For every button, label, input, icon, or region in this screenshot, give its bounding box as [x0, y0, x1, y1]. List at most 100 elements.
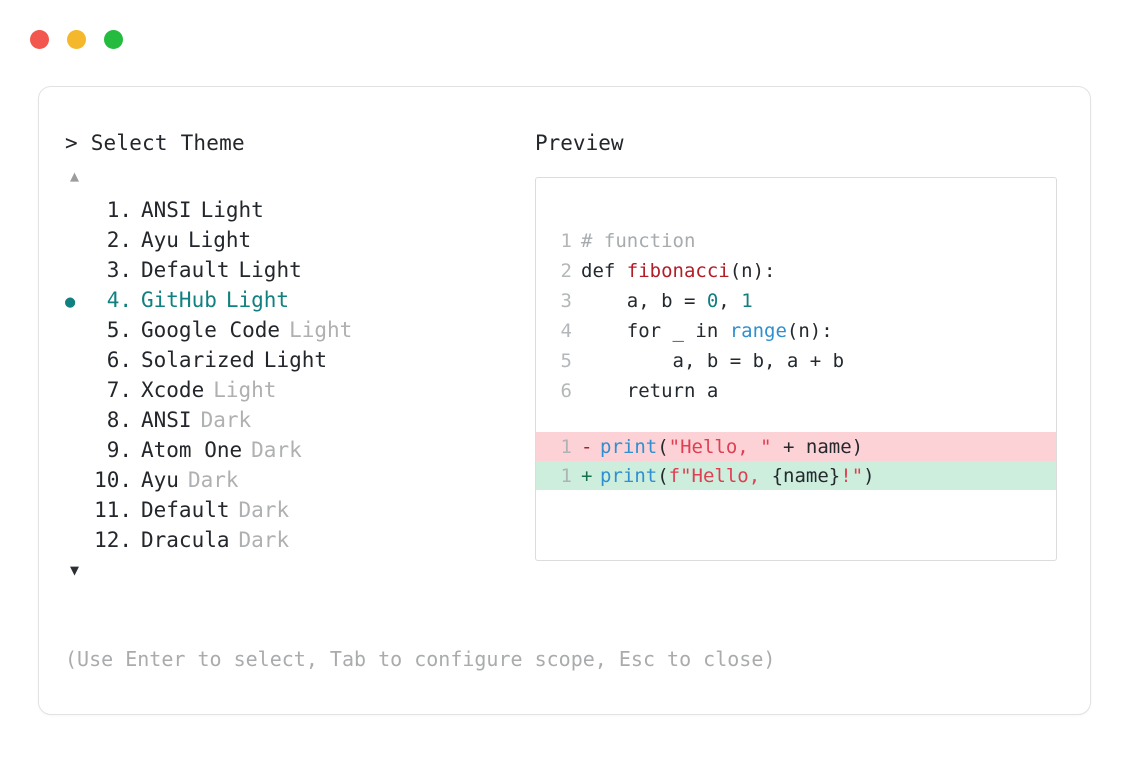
theme-item-variant: Light — [187, 228, 252, 252]
theme-item-index: 3. — [106, 258, 132, 282]
page-title: > Select Theme — [65, 131, 535, 155]
theme-list-item[interactable]: 11. Default Dark — [65, 495, 535, 525]
code-line: 3 a, b = 0, 1 — [536, 286, 1056, 316]
diff-line-removed: 1-print("Hello, " + name) — [536, 432, 1056, 461]
theme-item-name: Google Code — [141, 318, 281, 342]
code-line: 1 # function — [536, 226, 1056, 256]
code-token: def — [581, 260, 627, 282]
page-title-text: Select Theme — [90, 131, 245, 155]
diff-minus-marker: - — [581, 435, 593, 458]
code-line: 6 return a — [536, 376, 1056, 406]
line-number: 5 — [560, 350, 572, 372]
code-token: ( — [657, 435, 669, 458]
code-token: {name} — [771, 464, 841, 487]
theme-item-variant: Light — [238, 258, 302, 282]
theme-item-name: Default — [141, 258, 230, 282]
theme-item-name: Dracula — [141, 528, 230, 552]
theme-item-index: 2. — [106, 228, 132, 252]
code-token: 0 — [706, 290, 719, 312]
minimize-dot[interactable] — [67, 30, 86, 49]
theme-item-name: ANSI — [141, 198, 192, 222]
code-token: return a — [581, 380, 719, 402]
code-token: # function — [581, 230, 696, 252]
selected-bullet-icon: ● — [65, 292, 76, 312]
line-number: 1 — [560, 464, 572, 487]
theme-list-item[interactable]: 8. ANSI Dark — [65, 405, 535, 435]
theme-item-index: 5. — [106, 318, 132, 342]
theme-item-index: 11. — [94, 498, 132, 522]
line-number: 6 — [560, 380, 572, 402]
theme-list-item[interactable]: ● 4. GitHub Light — [65, 285, 535, 315]
code-token: , — [718, 290, 742, 312]
code-blank-line — [536, 406, 1056, 432]
code-token: f"Hello, — [668, 464, 772, 487]
code-token: print — [600, 464, 658, 487]
code-token: fibonacci — [626, 260, 730, 282]
theme-item-index: 9. — [106, 438, 132, 462]
close-dot[interactable] — [30, 30, 49, 49]
theme-list-item[interactable]: 3. Default Light — [65, 255, 535, 285]
maximize-dot[interactable] — [104, 30, 123, 49]
code-line: 4 for _ in range(n): — [536, 316, 1056, 346]
preview-label: Preview — [535, 131, 624, 155]
theme-item-variant: Light — [289, 318, 353, 342]
theme-item-variant: Dark — [251, 438, 302, 462]
theme-item-name: Solarized — [141, 348, 255, 372]
theme-item-index: 1. — [106, 198, 132, 222]
line-number: 1 — [560, 230, 572, 252]
theme-item-name: Default — [141, 498, 230, 522]
code-token: ( — [657, 464, 669, 487]
theme-item-variant: Dark — [238, 498, 290, 522]
line-number: 2 — [560, 260, 572, 282]
theme-item-variant: Dark — [200, 408, 252, 432]
theme-list-item[interactable]: 2. Ayu Light — [65, 225, 535, 255]
code-token: ) — [863, 464, 875, 487]
code-line: 2 def fibonacci(n): — [536, 256, 1056, 286]
code-token: !" — [840, 464, 864, 487]
diff-plus-marker: + — [581, 464, 593, 487]
code-token: print — [600, 435, 658, 458]
theme-list-item[interactable]: 5. Google Code Light — [65, 315, 535, 345]
code-token: "Hello, " — [668, 435, 772, 458]
theme-item-index: 4. — [106, 288, 132, 312]
code-token: + name) — [771, 435, 864, 458]
scroll-up-icon[interactable]: ▲ — [70, 167, 80, 185]
theme-item-name: Xcode — [141, 378, 205, 402]
scroll-down-icon[interactable]: ▼ — [70, 561, 80, 579]
keyboard-hint: (Use Enter to select, Tab to configure s… — [65, 647, 776, 671]
theme-list-item[interactable]: 7. Xcode Light — [65, 375, 535, 405]
code-token: range — [729, 320, 787, 342]
line-number: 1 — [560, 435, 572, 458]
theme-item-variant: Dark — [238, 528, 290, 552]
theme-item-variant: Light — [213, 378, 277, 402]
line-number: 3 — [560, 290, 572, 312]
theme-item-index: 6. — [106, 348, 132, 372]
code-line: 5 a, b = b, a + b — [536, 346, 1056, 376]
theme-item-index: 8. — [106, 408, 132, 432]
theme-item-name: ANSI — [141, 408, 192, 432]
window-traffic-lights — [30, 30, 123, 49]
theme-item-variant: Dark — [187, 468, 239, 492]
code-token: (n): — [729, 260, 776, 282]
code-token: for _ in — [581, 320, 730, 342]
code-token: a, b = — [581, 290, 707, 312]
theme-item-index: 12. — [94, 528, 132, 552]
theme-item-name: Ayu — [141, 228, 179, 252]
code-token: (n): — [786, 320, 833, 342]
theme-list-item[interactable]: 12. Dracula Dark — [65, 525, 535, 555]
code-token: a, b = b, a + b — [581, 350, 845, 372]
theme-item-variant: Light — [225, 288, 290, 312]
theme-item-name: GitHub — [141, 288, 217, 312]
line-number: 4 — [560, 320, 572, 342]
theme-item-index: 7. — [106, 378, 132, 402]
diff-line-added: 1 + print(f"Hello, {name}!") — [536, 461, 1056, 490]
